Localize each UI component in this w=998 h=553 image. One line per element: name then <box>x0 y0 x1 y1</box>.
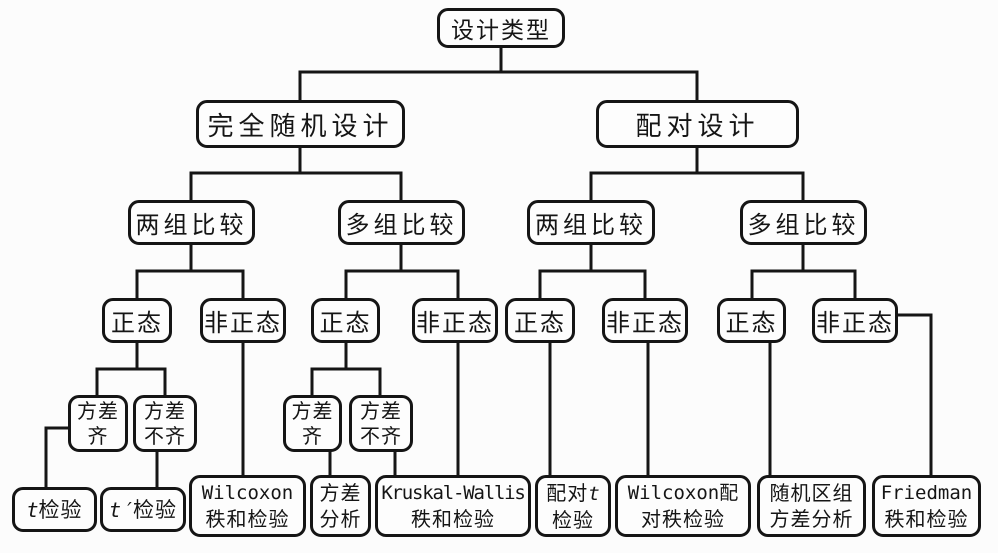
connector <box>44 46 933 490</box>
node-label-line2: 齐 <box>87 423 109 448</box>
node-variance-unequal-cr-multi: 方差 不齐 <box>349 395 413 452</box>
node-label-line1: 随机区组 <box>769 481 854 505</box>
node-label-latin: t′ <box>108 497 134 522</box>
node-label: 设计类型 <box>451 18 551 44</box>
node-label: 非正态 <box>606 309 684 337</box>
node-label: 两组比较 <box>135 211 248 239</box>
node-label-line1: Wilcoxon <box>201 482 294 504</box>
node-label-line2: 分析 <box>319 507 362 531</box>
node-label-line1: 方差 <box>291 398 334 423</box>
node-variance-unequal-cr-two: 方差 不齐 <box>133 395 197 452</box>
node-paired-design: 配对设计 <box>596 100 799 148</box>
node-label-line2: 齐 <box>302 423 323 448</box>
node-nonnormal-pd-two: 非正态 <box>602 298 688 343</box>
node-normal-cr-two: 正态 <box>102 298 172 343</box>
node-two-group-comparison-cr: 两组比较 <box>128 200 255 245</box>
node-label: 配对设计 <box>635 111 760 142</box>
node-label-line1: 方差 <box>77 398 119 423</box>
node-label: 非正态 <box>416 309 494 337</box>
node-label-line2: 不齐 <box>360 423 402 448</box>
node-label-cjk: 检验 <box>38 497 83 522</box>
node-label: 正态 <box>111 309 163 337</box>
node-normal-pd-two: 正态 <box>505 298 575 343</box>
node-nonnormal-pd-multi: 非正态 <box>812 298 898 343</box>
node-nonnormal-cr-two: 非正态 <box>200 298 286 343</box>
node-anova: 方差 分析 <box>310 475 371 537</box>
node-label: 非正态 <box>204 309 282 337</box>
node-label-line2: 不齐 <box>144 423 186 448</box>
node-label-cjk: 配对 <box>546 480 589 505</box>
node-nonnormal-cr-multi: 非正态 <box>412 298 498 343</box>
node-label: 两组比较 <box>535 211 647 239</box>
node-label-line1: 方差 <box>144 398 186 423</box>
node-label-line1: 方差 <box>360 398 402 423</box>
node-completely-randomized-design: 完全随机设计 <box>196 100 405 148</box>
node-wilcoxon-paired-rank-test: Wilcoxon配 对秩检验 <box>615 475 751 537</box>
node-randomized-block-anova: 随机区组 方差分析 <box>757 475 866 537</box>
node-label-line2: 对秩检验 <box>641 507 725 531</box>
node-multi-group-comparison-pd: 多组比较 <box>740 200 867 245</box>
node-two-group-comparison-pd: 两组比较 <box>527 200 655 245</box>
node-normal-pd-multi: 正态 <box>717 298 786 343</box>
node-label: 多组比较 <box>747 211 860 239</box>
node-multi-group-comparison-cr: 多组比较 <box>338 200 465 245</box>
node-label-line2: 秩和检验 <box>411 507 495 531</box>
node-label-line1: 方差 <box>319 481 362 505</box>
node-label-line2: 方差分析 <box>769 507 854 531</box>
node-label-latin: t <box>588 482 600 505</box>
node-label-line1: Wilcoxon配 <box>627 482 739 504</box>
node-label: 多组比较 <box>345 211 458 239</box>
node-label-line1: Kruskal-Wallis <box>381 482 526 504</box>
node-variance-equal-cr-two: 方差 齐 <box>68 395 128 452</box>
node-label-latin: t <box>26 497 39 522</box>
node-label-line1: Friedman <box>880 482 973 504</box>
node-design-type: 设计类型 <box>437 8 565 48</box>
node-label: 正态 <box>319 309 372 337</box>
node-t-prime-test: t′检验 <box>100 487 186 532</box>
node-label-row: t′检验 <box>109 497 177 523</box>
node-normal-cr-multi: 正态 <box>311 298 380 343</box>
node-label-line2: 秩和检验 <box>205 507 290 531</box>
node-label-line2: 秩和检验 <box>884 507 969 531</box>
node-label-cjk: 检验 <box>133 497 178 522</box>
node-label-line2: 检验 <box>552 507 594 532</box>
node-kruskal-wallis-test: Kruskal-Wallis 秩和检验 <box>375 475 531 537</box>
node-label: 非正态 <box>816 309 894 337</box>
node-wilcoxon-rank-sum-test: Wilcoxon 秩和检验 <box>189 475 306 537</box>
node-label: 完全随机设计 <box>207 111 394 142</box>
node-label: 正态 <box>725 309 778 337</box>
node-friedman-test: Friedman 秩和检验 <box>872 475 981 537</box>
node-label: 正态 <box>514 309 566 337</box>
node-variance-equal-cr-multi: 方差 齐 <box>283 395 342 452</box>
